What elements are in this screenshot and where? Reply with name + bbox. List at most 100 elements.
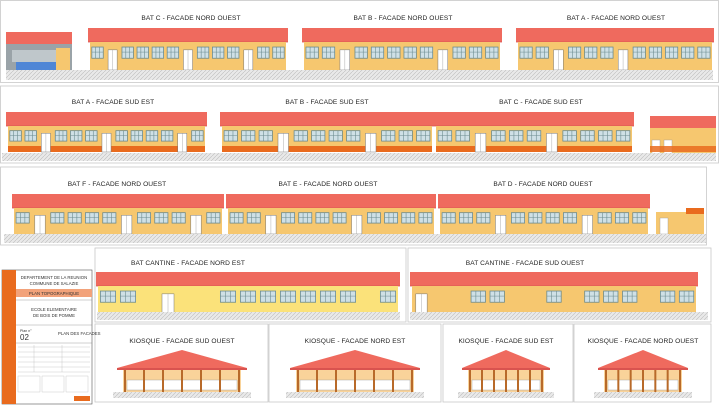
kiosk-post [411,370,413,392]
roof [88,28,288,42]
cartouche-plan-label: Plan n° [20,329,32,333]
window [130,130,143,142]
building-elevation [434,112,634,153]
kiosk-eave [598,368,688,370]
kiosk-post [238,370,240,392]
window [485,46,499,59]
window [584,46,598,59]
ground-hatch [4,234,706,243]
window [206,212,221,224]
roof [226,194,436,208]
cartouche-box [17,375,41,393]
window [315,212,330,224]
cartouche-banner-text: PLAN TOPOGRAPHIQUE [29,291,79,296]
annex-building [6,32,72,70]
ground-hatch [458,392,554,398]
window [511,212,525,224]
kiosk-post [679,370,681,392]
title-bat-a-facade-sud-est: BAT A - FACADE SUD EST [72,99,155,106]
kiosk-eave [462,368,550,370]
wall [304,42,500,70]
window [339,290,356,303]
window [171,212,186,224]
window [678,290,695,303]
window [136,46,149,59]
window [437,130,453,142]
roof [96,272,400,286]
kiosk-post [493,370,495,392]
kiosk-post [629,370,632,392]
row3-elevations: BAT F - FACADE NORD OUEST BAT E - FACADE… [4,181,706,243]
title-bat-c-facade-sud-est: BAT C - FACADE SUD EST [499,99,583,106]
window [100,290,117,303]
window [279,290,296,303]
window [311,130,326,142]
window [91,46,104,59]
title-bat-f-facade-nord-ouest: BAT F - FACADE NORD OUEST [68,181,167,188]
ground-hatch [97,312,400,320]
window [622,290,638,303]
window [154,212,169,224]
kiosk-post [666,370,669,392]
window [418,212,433,224]
ground-hatch [2,153,716,161]
window [120,290,137,303]
title-bat-b-facade-nord-ouest: BAT B - FACADE NORD OUEST [354,15,453,22]
kiosque-elevations: KIOSQUE - FACADE SUD OUEST KIOSQUE - FAC… [113,338,698,398]
window [459,212,473,224]
window [293,130,308,142]
wall [14,208,222,234]
cantine-elevations: BAT CANTINE - FACADE NORD EST BAT CANTIN… [96,260,708,320]
building-elevation [438,194,650,235]
window [241,130,256,142]
kiosk-elevation [286,350,424,398]
window [401,212,416,224]
kiosk-roof [598,350,688,368]
annex-right [650,116,716,159]
window [562,130,577,142]
title-kiosque-facade-nord-est: KIOSQUE - FACADE NORD EST [305,338,406,345]
window [85,130,98,142]
window [366,212,381,224]
roof [220,112,434,126]
title-kiosque-facade-nord-ouest: KIOSQUE - FACADE NORD OUEST [588,338,699,345]
window [67,212,82,224]
window [598,130,613,142]
window [281,212,296,224]
window [545,212,560,224]
window [452,46,466,59]
kiosk-post [517,370,519,392]
building-elevation [12,194,224,235]
window [196,46,210,59]
cartouche-project-line1: ECOLE ELEMENTAIRE [31,307,77,312]
window [615,212,629,224]
cartouche-plan-number: 02 [20,333,29,342]
window [223,130,238,142]
window [258,130,273,142]
kiosk-elevation [113,350,251,398]
window [381,130,396,142]
kiosk-post [469,370,471,392]
cartouche-box [65,375,89,393]
window [145,130,159,142]
kiosk-post [354,370,356,392]
window [632,212,647,224]
kiosk-post [143,370,145,392]
window [259,290,276,303]
kiosk-post [316,370,318,392]
window [299,290,316,303]
window [346,130,361,142]
roof [6,112,207,126]
kiosk-post [481,370,483,392]
window [15,212,30,224]
building-elevation [516,28,714,71]
window [151,46,164,59]
ground-hatch [594,392,692,398]
wall [228,208,434,234]
window [272,46,285,59]
title-kiosque-facade-sud-ouest: KIOSQUE - FACADE SUD OUEST [129,338,234,345]
building-elevation [96,272,400,315]
window [227,46,240,59]
cartouche-logo [74,396,90,401]
window [584,290,600,303]
